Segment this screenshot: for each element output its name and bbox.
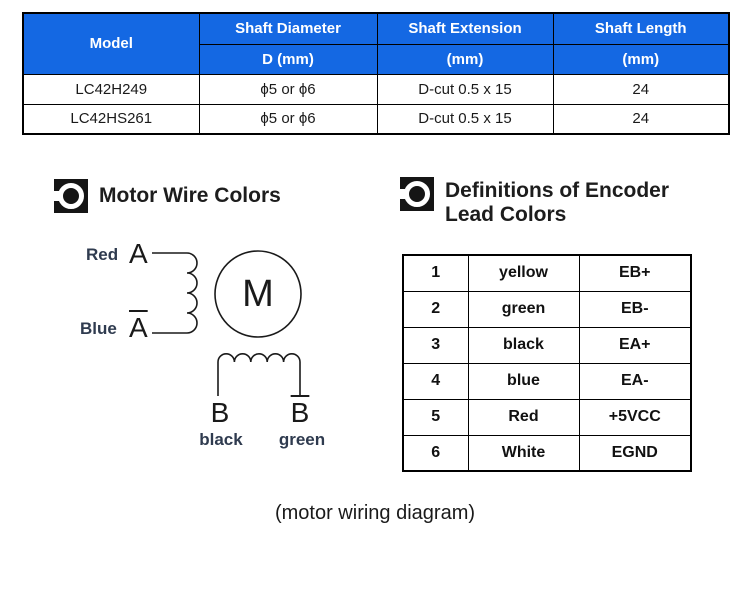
terminal-b-label: B: [210, 397, 230, 428]
encoder-pin: 6: [402, 434, 469, 472]
encoder-signal: EA-: [578, 362, 692, 400]
phase-a-bar-wire-color-label: Blue: [80, 319, 117, 338]
motor-wire-colors-heading: Motor Wire Colors: [54, 179, 281, 213]
spec-cell-model: LC42H249: [22, 73, 200, 105]
spec-cell-model: LC42HS261: [22, 103, 200, 135]
encoder-signal: EB-: [578, 290, 692, 328]
encoder-lead-colors-title: Definitions of Encoder Lead Colors: [445, 177, 669, 227]
spec-header-shaft-length: Shaft Length: [552, 12, 730, 45]
encoder-color: blue: [467, 362, 580, 400]
terminal-a-bar-label: A: [129, 312, 148, 343]
motor-wire-colors-title: Motor Wire Colors: [99, 184, 281, 207]
encoder-row: 3 black EA+: [402, 326, 692, 364]
spec-cell-diameter: ϕ5 or ϕ6: [198, 73, 378, 105]
encoder-lead-table: 1 yellow EB+ 2 green EB- 3 black EA+ 4 b…: [402, 254, 692, 472]
encoder-color: black: [467, 326, 580, 364]
encoder-pin: 4: [402, 362, 469, 400]
phase-b-bar-wire-color-label: green: [278, 430, 326, 449]
encoder-signal: EB+: [578, 254, 692, 292]
spec-subheader-length-unit: (mm): [552, 43, 730, 75]
spec-row-lc42hs261: LC42HS261 ϕ5 or ϕ6 D-cut 0.5 x 15 24: [22, 103, 730, 135]
encoder-row: 6 White EGND: [402, 434, 692, 472]
spec-header-row-top: Model Shaft Diameter Shaft Extension Sha…: [22, 12, 730, 75]
phase-a-lead-line: [152, 252, 198, 334]
encoder-color: yellow: [467, 254, 580, 292]
rotary-motor-icon: [54, 179, 88, 213]
encoder-signal: +5VCC: [578, 398, 692, 436]
phase-b-coil-line: [217, 353, 301, 396]
encoder-row: 2 green EB-: [402, 290, 692, 328]
spec-cell-length: 24: [552, 73, 730, 105]
spec-row-lc42h249: LC42H249 ϕ5 or ϕ6 D-cut 0.5 x 15 24: [22, 73, 730, 105]
motor-circle: [214, 250, 302, 338]
phase-a-wire-color-label: Red: [86, 245, 119, 264]
encoder-row: 4 blue EA-: [402, 362, 692, 400]
encoder-lead-colors-heading: Definitions of Encoder Lead Colors: [400, 177, 669, 227]
encoder-pin: 3: [402, 326, 469, 364]
encoder-signal: EA+: [578, 326, 692, 364]
encoder-color: green: [467, 290, 580, 328]
spec-cell-extension: D-cut 0.5 x 15: [376, 103, 554, 135]
spec-subheader-extension-unit: (mm): [376, 43, 554, 75]
spec-cell-diameter: ϕ5 or ϕ6: [198, 103, 378, 135]
encoder-row: 5 Red +5VCC: [402, 398, 692, 436]
terminal-b-bar-label: B: [290, 397, 310, 428]
terminal-a-label: A: [129, 238, 148, 269]
encoder-color: White: [467, 434, 580, 472]
spec-table: Model Shaft Diameter Shaft Extension Sha…: [22, 12, 730, 135]
spec-header-shaft-extension: Shaft Extension: [376, 12, 554, 45]
encoder-signal: EGND: [578, 434, 692, 472]
motor-m-label: M: [242, 273, 274, 315]
encoder-pin: 1: [402, 254, 469, 292]
spec-header-model: Model: [22, 12, 200, 75]
phase-b-wire-color-label: black: [199, 430, 243, 449]
encoder-title-line1: Definitions of Encoder: [445, 179, 670, 202]
spec-subheader-diameter-unit: D (mm): [198, 43, 378, 75]
rotary-encoder-icon: [400, 177, 434, 211]
figure-caption: (motor wiring diagram): [274, 502, 476, 524]
encoder-pin: 2: [402, 290, 469, 328]
spec-cell-length: 24: [552, 103, 730, 135]
motor-wiring-diagram: [152, 250, 302, 396]
encoder-pin: 5: [402, 398, 469, 436]
spec-header-shaft-diameter: Shaft Diameter: [198, 12, 378, 45]
spec-cell-extension: D-cut 0.5 x 15: [376, 73, 554, 105]
encoder-title-line2: Lead Colors: [445, 203, 567, 226]
spec-header-row-sub: D (mm) (mm) (mm): [23, 43, 730, 75]
encoder-color: Red: [467, 398, 580, 436]
encoder-row: 1 yellow EB+: [402, 254, 692, 292]
